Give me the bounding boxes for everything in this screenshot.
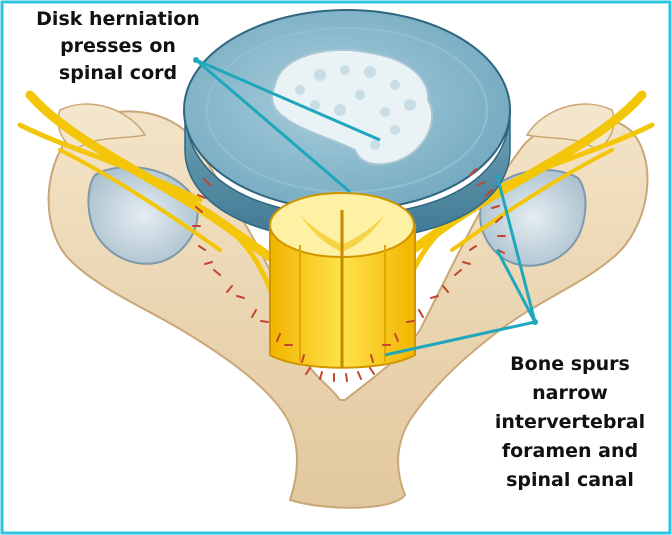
bone-spurs-label: Bone spurs narrow intervertebral foramen… (470, 350, 670, 495)
herniation-label-line-2: presses on (18, 33, 218, 60)
bone-spurs-label-line-1: Bone spurs (470, 350, 670, 379)
bone-spurs-label-line-4: foramen and (470, 437, 670, 466)
herniation-label-line-3: spinal cord (18, 60, 218, 87)
bone-spurs-label-line-5: spinal canal (470, 466, 670, 495)
herniation-label: Disk herniation presses on spinal cord (18, 6, 218, 87)
bone-spurs-label-line-3: intervertebral (470, 408, 670, 437)
herniation-label-line-1: Disk herniation (18, 6, 218, 33)
bone-spurs-label-line-2: narrow (470, 379, 670, 408)
spinal-cord (270, 193, 415, 368)
